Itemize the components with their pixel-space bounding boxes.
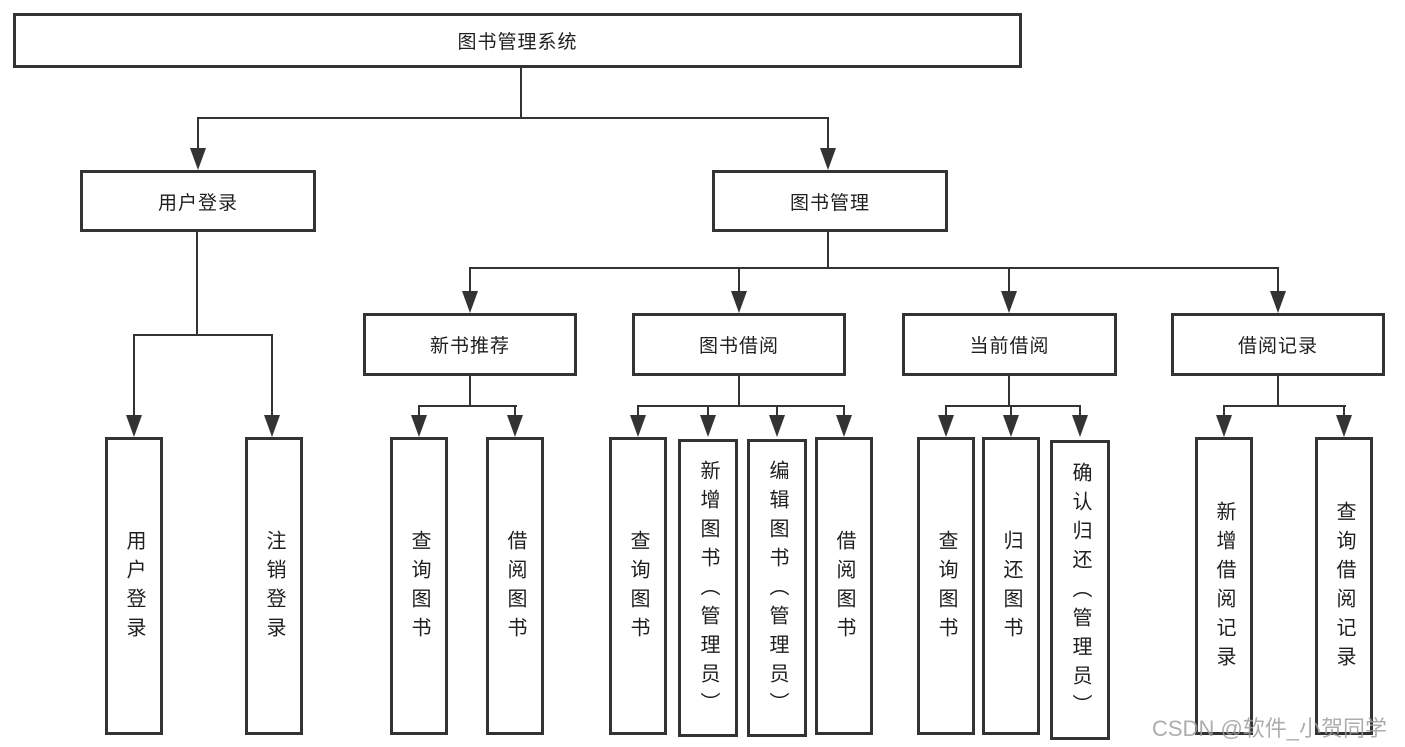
node-label: 归还图书 xyxy=(1000,530,1022,646)
node-new-book-recommend: 新书推荐 xyxy=(363,313,577,376)
leaf-user-login: 用户登录 xyxy=(105,437,163,735)
connector-line xyxy=(1079,405,1081,417)
node-label: 查询借阅记录 xyxy=(1333,501,1355,675)
arrow-down-icon xyxy=(630,415,646,437)
node-label: 用户登录 xyxy=(123,530,145,646)
arrow-down-icon xyxy=(462,291,478,313)
node-label: 新增图书（管理员） xyxy=(697,459,719,721)
arrow-down-icon xyxy=(1216,415,1232,437)
arrow-down-icon xyxy=(700,415,716,437)
node-library-management-system: 图书管理系统 xyxy=(13,13,1022,68)
connector-line xyxy=(418,405,420,417)
leaf-query-borrow-record: 查询借阅记录 xyxy=(1315,437,1373,735)
node-label: 编辑图书（管理员） xyxy=(766,459,788,721)
connector-line xyxy=(1277,267,1279,293)
connector-line xyxy=(1223,405,1225,417)
leaf-logout: 注销登录 xyxy=(245,437,303,735)
arrow-down-icon xyxy=(1003,415,1019,437)
connector-line xyxy=(843,405,845,417)
node-label: 图书借阅 xyxy=(698,336,779,357)
connector-line xyxy=(707,405,709,417)
leaf-query-books-2: 查询图书 xyxy=(609,437,667,735)
connector-line xyxy=(738,376,740,407)
leaf-edit-books-admin: 编辑图书（管理员） xyxy=(747,439,807,737)
node-label: 借阅图书 xyxy=(504,530,526,646)
arrow-down-icon xyxy=(411,415,427,437)
node-book-management: 图书管理 xyxy=(712,170,948,232)
connector-line xyxy=(197,117,199,150)
node-user-login: 用户登录 xyxy=(80,170,316,232)
connector-line xyxy=(827,117,829,150)
connector-line xyxy=(1010,405,1012,417)
node-label: 当前借阅 xyxy=(969,336,1050,357)
connector-line xyxy=(520,68,522,118)
leaf-borrow-books-2: 借阅图书 xyxy=(815,437,873,735)
connector-line xyxy=(271,334,273,417)
node-label: 图书管理系统 xyxy=(457,32,578,53)
arrow-down-icon xyxy=(1336,415,1352,437)
connector-line xyxy=(1008,376,1010,407)
node-label: 用户登录 xyxy=(157,192,238,214)
arrow-down-icon xyxy=(126,415,142,437)
leaf-return-books: 归还图书 xyxy=(982,437,1040,735)
connector-line xyxy=(469,267,471,293)
connector-line xyxy=(196,232,198,336)
node-current-borrowing: 当前借阅 xyxy=(902,313,1117,376)
connector-line xyxy=(197,117,829,119)
node-label: 查询图书 xyxy=(935,530,957,646)
connector-line xyxy=(469,267,1279,269)
arrow-down-icon xyxy=(1001,291,1017,313)
connector-line xyxy=(418,405,517,407)
node-label: 查询图书 xyxy=(627,530,649,646)
node-label: 注销登录 xyxy=(263,530,285,646)
arrow-down-icon xyxy=(507,415,523,437)
arrow-down-icon xyxy=(1072,415,1088,437)
arrow-down-icon xyxy=(190,148,206,170)
connector-line xyxy=(1223,405,1346,407)
connector-line xyxy=(776,405,778,417)
connector-line xyxy=(637,405,845,407)
leaf-query-books-3: 查询图书 xyxy=(917,437,975,735)
connector-line xyxy=(637,405,639,417)
arrow-down-icon xyxy=(731,291,747,313)
node-label: 借阅图书 xyxy=(833,530,855,646)
arrow-down-icon xyxy=(769,415,785,437)
connector-line xyxy=(1277,376,1279,407)
csdn-watermark: CSDN @软件_小贺同学 xyxy=(1152,716,1388,741)
node-label: 借阅记录 xyxy=(1237,336,1318,357)
connector-line xyxy=(133,334,273,336)
leaf-add-books-admin: 新增图书（管理员） xyxy=(678,439,738,737)
connector-line xyxy=(133,334,135,417)
leaf-confirm-return-admin: 确认归还（管理员） xyxy=(1050,440,1110,740)
connector-line xyxy=(469,376,471,407)
arrow-down-icon xyxy=(820,148,836,170)
node-label: 图书管理 xyxy=(789,192,870,214)
arrow-down-icon xyxy=(1270,291,1286,313)
arrow-down-icon xyxy=(938,415,954,437)
connector-line xyxy=(1008,267,1010,293)
leaf-add-borrow-record: 新增借阅记录 xyxy=(1195,437,1253,735)
connector-line xyxy=(1343,405,1345,417)
connector-line xyxy=(945,405,1081,407)
node-label: 确认归还（管理员） xyxy=(1069,461,1091,723)
leaf-query-books-1: 查询图书 xyxy=(390,437,448,735)
connector-line xyxy=(945,405,947,417)
node-borrowing-records: 借阅记录 xyxy=(1171,313,1385,376)
connector-line xyxy=(827,232,829,269)
node-book-borrowing: 图书借阅 xyxy=(632,313,846,376)
node-label: 新增借阅记录 xyxy=(1213,501,1235,675)
node-label: 新书推荐 xyxy=(429,336,510,357)
arrow-down-icon xyxy=(264,415,280,437)
leaf-borrow-books-1: 借阅图书 xyxy=(486,437,544,735)
connector-line xyxy=(738,267,740,293)
arrow-down-icon xyxy=(836,415,852,437)
connector-line xyxy=(514,405,516,417)
node-label: 查询图书 xyxy=(408,530,430,646)
